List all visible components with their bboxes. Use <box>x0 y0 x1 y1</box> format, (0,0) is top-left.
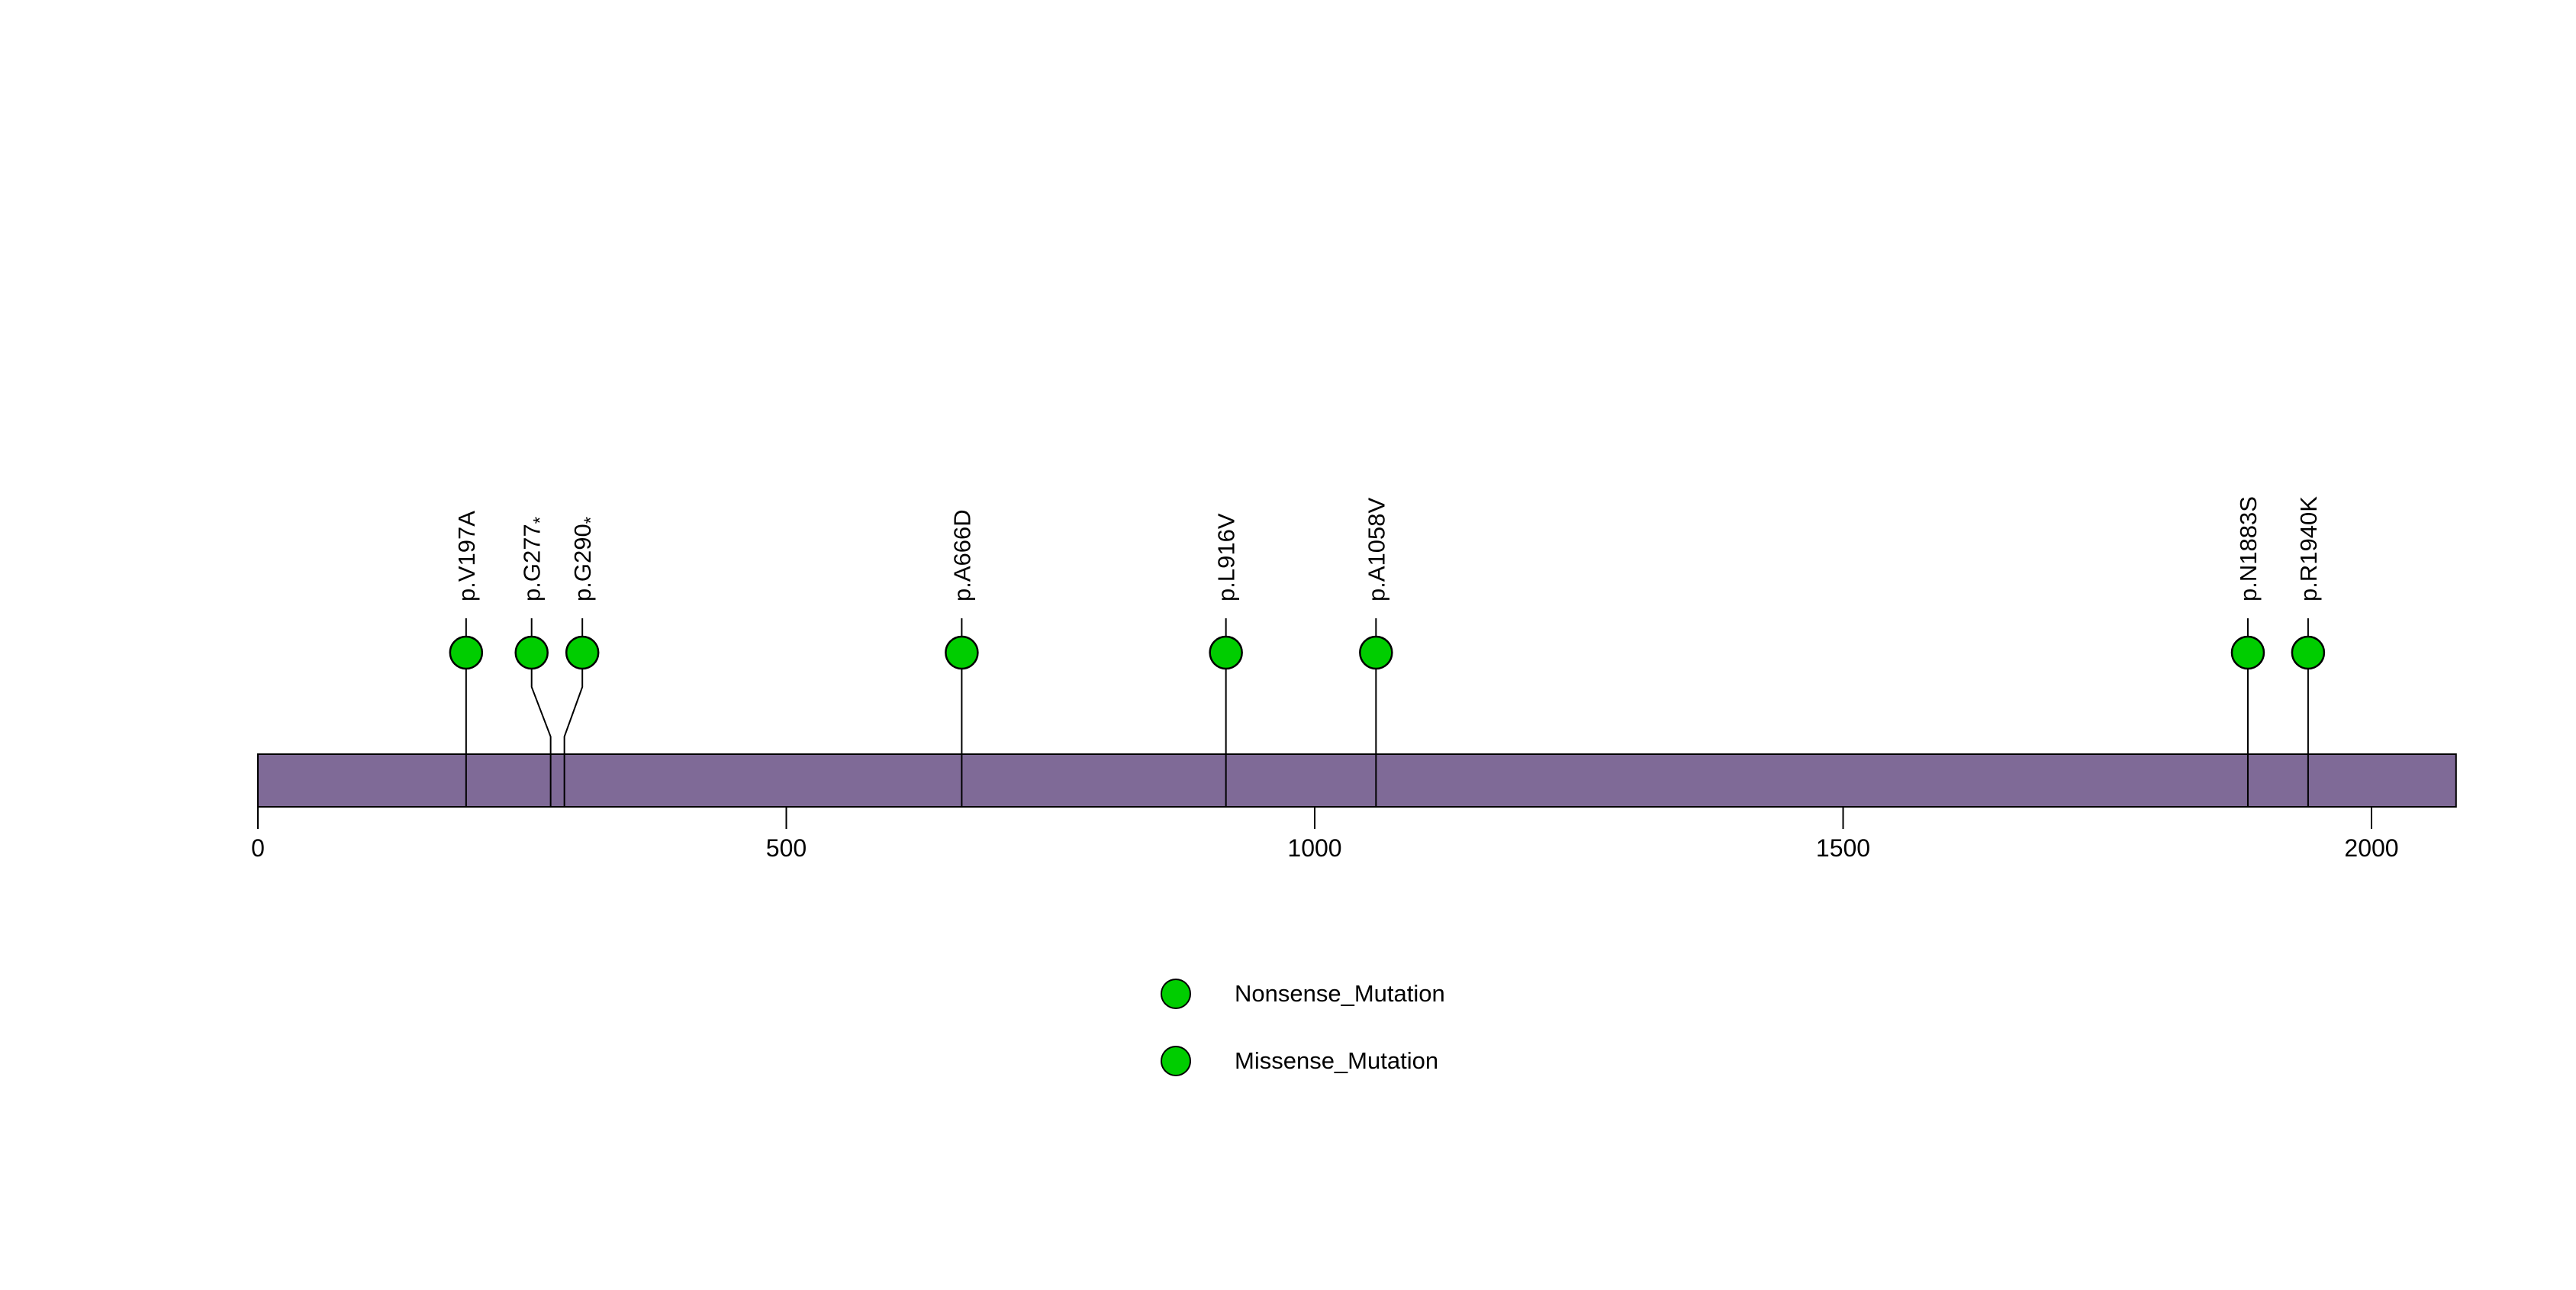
legend-label: Missense_Mutation <box>1235 1047 1439 1074</box>
mutation-stem <box>530 669 552 807</box>
mutation-label: p.A666D <box>948 509 975 601</box>
mutation-label: p.G290* <box>569 517 601 601</box>
mutation-marker <box>565 635 600 670</box>
legend-label: Nonsense_Mutation <box>1235 980 1445 1007</box>
mutation-label: p.V197A <box>453 511 480 601</box>
axis-tick-label: 1000 <box>1287 834 1341 862</box>
mutation-label: p.R1940K <box>2295 496 2322 601</box>
mutation-label: p.G277* <box>519 517 551 601</box>
mutation-marker <box>2291 635 2326 670</box>
mutation-marker <box>2230 635 2265 670</box>
axis-tick-label: 500 <box>766 834 807 862</box>
legend-item-missense-mutation: Missense_Mutation <box>1161 1046 1445 1076</box>
mutation-marker <box>514 635 549 670</box>
mutation-marker <box>1209 635 1243 670</box>
mutation-label: p.N1883S <box>2235 496 2262 601</box>
mutation-marker <box>1359 635 1393 670</box>
protein-backbone-bar <box>257 753 2457 808</box>
mutation-label: p.A1058V <box>1363 498 1389 601</box>
missense-mutation-swatch-icon <box>1161 1046 1191 1076</box>
mutation-stem <box>563 669 584 807</box>
axis-tick-label: 0 <box>251 834 265 862</box>
legend-item-nonsense-mutation: Nonsense_Mutation <box>1161 979 1445 1009</box>
mutation-marker <box>449 635 484 670</box>
axis-tick-label: 1500 <box>1816 834 1870 862</box>
mutation-marker <box>945 635 979 670</box>
legend: Nonsense_Mutation Missense_Mutation <box>1161 979 1445 1113</box>
mutation-label: p.L916V <box>1213 513 1240 601</box>
nonsense-mutation-swatch-icon <box>1161 979 1191 1009</box>
axis-tick-label: 2000 <box>2344 834 2398 862</box>
